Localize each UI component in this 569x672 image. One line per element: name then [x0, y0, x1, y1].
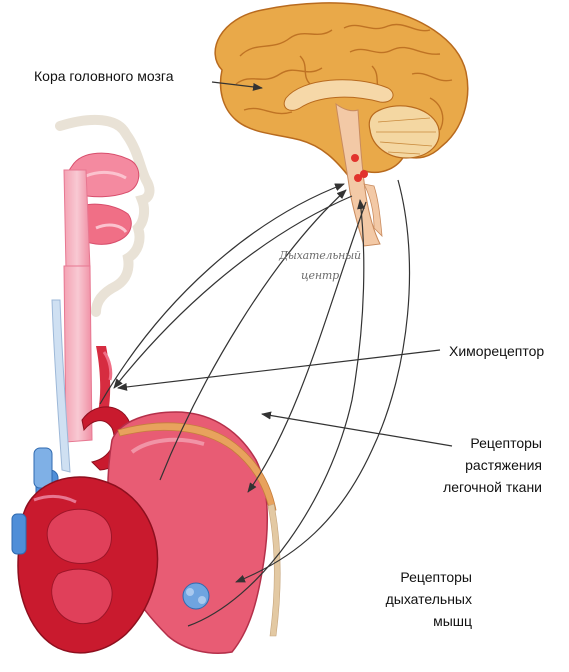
muscle-line3: мышц	[340, 610, 472, 632]
stretch-receptor-label: Рецепторы растяжения легочной ткани	[392, 432, 542, 498]
respiratory-center-label: Дыхательный центр	[260, 246, 380, 286]
stretch-line1: Рецепторы	[392, 432, 542, 454]
pharynx	[64, 170, 90, 270]
muscle-receptor-label: Рецепторы дыхательных мышц	[340, 566, 472, 632]
resp-center-dot	[360, 170, 368, 178]
resp-center-dot	[351, 154, 359, 162]
stretch-line2: растяжения	[392, 454, 542, 476]
heart-shape	[18, 477, 158, 653]
alveoli	[183, 583, 209, 609]
respiratory-center-line2: центр	[260, 266, 380, 286]
muscle-line2: дыхательных	[340, 588, 472, 610]
chemoreceptor-label: Химорецептор	[449, 340, 544, 362]
heart	[12, 477, 158, 653]
muscle-line1: Рецепторы	[340, 566, 472, 588]
brain	[215, 3, 468, 246]
cortex-label: Кора головного мозга	[34, 65, 173, 87]
respiratory-center-line1: Дыхательный	[260, 246, 380, 266]
chemoreceptor-arrow	[118, 350, 440, 388]
stretch-line3: легочной ткани	[392, 476, 542, 498]
efferent-arrow-1	[114, 196, 352, 388]
